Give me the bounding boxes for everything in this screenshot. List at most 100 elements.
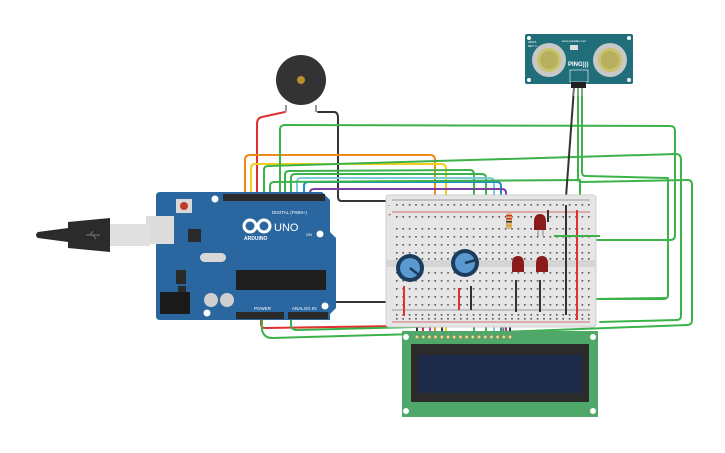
breadboard-hole[interactable] <box>447 204 449 206</box>
breadboard-hole[interactable] <box>524 314 526 316</box>
breadboard-hole[interactable] <box>556 204 558 206</box>
breadboard-hole[interactable] <box>453 314 456 316</box>
breadboard-hole[interactable] <box>428 244 430 246</box>
breadboard-hole[interactable] <box>485 304 488 306</box>
breadboard-hole[interactable] <box>543 244 545 246</box>
breadboard-hole[interactable] <box>549 288 552 290</box>
breadboard-hole[interactable] <box>447 258 449 260</box>
breadboard-hole[interactable] <box>415 244 417 246</box>
breadboard-hole[interactable] <box>447 272 449 274</box>
wire-green-2[interactable] <box>279 124 676 241</box>
breadboard-hole[interactable] <box>396 314 398 316</box>
breadboard-hole[interactable] <box>460 244 462 246</box>
breadboard-hole[interactable] <box>588 280 590 282</box>
breadboard-hole[interactable] <box>402 236 404 238</box>
breadboard-hole[interactable] <box>408 244 411 246</box>
breadboard-hole[interactable] <box>492 272 494 274</box>
breadboard-hole[interactable] <box>485 280 488 282</box>
breadboard-hole[interactable] <box>415 252 417 254</box>
breadboard-hole[interactable] <box>460 318 462 320</box>
breadboard-hole[interactable] <box>492 244 494 246</box>
breadboard-hole[interactable] <box>396 296 398 298</box>
breadboard-hole[interactable] <box>440 236 443 238</box>
breadboard-hole[interactable] <box>396 280 398 282</box>
lcd-pin-db3[interactable] <box>470 334 475 340</box>
breadboard-hole[interactable] <box>504 318 507 320</box>
breadboard-hole[interactable] <box>415 236 417 238</box>
lcd-pin-db0[interactable] <box>452 334 457 340</box>
breadboard-hole[interactable] <box>562 216 564 218</box>
breadboard-hole[interactable] <box>472 216 475 218</box>
breadboard-hole[interactable] <box>581 288 584 290</box>
wire-green-5[interactable] <box>269 179 581 301</box>
breadboard-hole[interactable] <box>472 244 475 246</box>
breadboard-hole[interactable] <box>428 288 430 290</box>
breadboard-hole[interactable] <box>396 252 398 254</box>
breadboard-hole[interactable] <box>581 216 584 218</box>
breadboard-hole[interactable] <box>428 272 430 274</box>
breadboard-hole[interactable] <box>421 236 424 238</box>
breadboard-hole[interactable] <box>556 258 558 260</box>
breadboard-hole[interactable] <box>396 288 398 290</box>
breadboard-hole[interactable] <box>479 204 481 206</box>
breadboard-hole[interactable] <box>511 288 513 290</box>
breadboard-hole[interactable] <box>511 252 513 254</box>
breadboard-hole[interactable] <box>517 216 520 218</box>
breadboard-hole[interactable] <box>504 252 507 254</box>
breadboard-hole[interactable] <box>536 304 539 306</box>
breadboard-hole[interactable] <box>447 244 449 246</box>
lcd-pin-db4[interactable] <box>476 334 482 340</box>
breadboard-hole[interactable] <box>588 258 590 260</box>
breadboard-hole[interactable] <box>562 244 564 246</box>
breadboard-hole[interactable] <box>575 204 577 206</box>
breadboard-hole[interactable] <box>581 272 584 274</box>
breadboard-hole[interactable] <box>485 252 488 254</box>
breadboard-hole[interactable] <box>428 236 430 238</box>
breadboard-hole[interactable] <box>568 314 571 316</box>
breadboard-hole[interactable] <box>549 244 552 246</box>
breadboard-hole[interactable] <box>408 204 411 206</box>
lcd-pin-e[interactable] <box>445 334 451 340</box>
breadboard-hole[interactable] <box>453 280 456 282</box>
breadboard-hole[interactable] <box>568 258 571 260</box>
breadboard-hole[interactable] <box>530 318 532 320</box>
breadboard-hole[interactable] <box>485 318 488 320</box>
breadboard-hole[interactable] <box>453 272 456 274</box>
breadboard-hole[interactable] <box>562 314 564 316</box>
lcd-pin-led[interactable] <box>501 334 506 340</box>
breadboard-hole[interactable] <box>504 280 507 282</box>
breadboard-hole[interactable] <box>428 258 430 260</box>
breadboard-hole[interactable] <box>588 296 590 298</box>
lcd-pin-db2[interactable] <box>464 334 469 340</box>
breadboard-hole[interactable] <box>434 228 436 230</box>
breadboard-hole[interactable] <box>440 228 443 230</box>
breadboard-hole[interactable] <box>511 228 513 230</box>
breadboard-hole[interactable] <box>440 304 443 306</box>
breadboard-hole[interactable] <box>408 216 411 218</box>
breadboard-hole[interactable] <box>517 318 520 320</box>
lcd-pin-gnd[interactable] <box>414 334 420 340</box>
breadboard-hole[interactable] <box>453 318 456 320</box>
breadboard-hole[interactable] <box>460 288 462 290</box>
breadboard-hole[interactable] <box>460 216 462 218</box>
breadboard-hole[interactable] <box>504 216 507 218</box>
breadboard-hole[interactable] <box>408 252 411 254</box>
breadboard-hole[interactable] <box>421 296 424 298</box>
breadboard-hole[interactable] <box>530 216 532 218</box>
breadboard-hole[interactable] <box>524 236 526 238</box>
breadboard-hole[interactable] <box>588 228 590 230</box>
breadboard-hole[interactable] <box>415 314 417 316</box>
breadboard-hole[interactable] <box>428 318 430 320</box>
breadboard-hole[interactable] <box>434 216 436 218</box>
breadboard-hole[interactable] <box>402 228 404 230</box>
breadboard-hole[interactable] <box>460 204 462 206</box>
breadboard-hole[interactable] <box>396 318 398 320</box>
breadboard-hole[interactable] <box>472 318 475 320</box>
breadboard-hole[interactable] <box>543 236 545 238</box>
breadboard-hole[interactable] <box>453 252 456 254</box>
wire-gnd-green[interactable] <box>261 317 416 339</box>
breadboard-hole[interactable] <box>479 236 481 238</box>
breadboard-hole[interactable] <box>408 228 411 230</box>
breadboard-hole[interactable] <box>434 204 436 206</box>
breadboard-hole[interactable] <box>453 244 456 246</box>
